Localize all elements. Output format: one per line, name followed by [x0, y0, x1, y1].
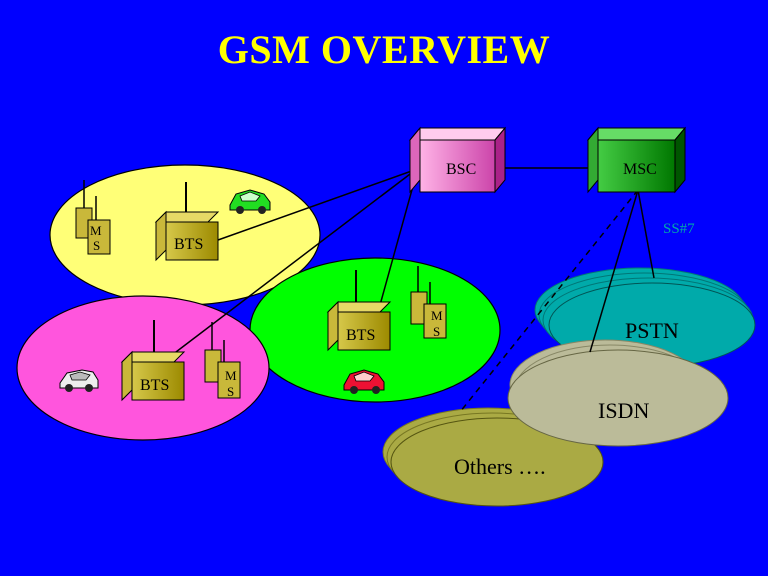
isdn-label: ISDN [598, 398, 649, 423]
ms-2-top: M [225, 368, 237, 383]
ms-2-bottom: S [227, 384, 234, 399]
bsc-node [408, 126, 507, 194]
bts-node-1 [154, 182, 220, 262]
ms-1-top: M [90, 223, 102, 238]
link-msc-isdn [589, 189, 639, 353]
bts-label-2: BTS [140, 377, 169, 394]
ms-device-3 [410, 266, 447, 339]
bts-label-3: BTS [346, 327, 375, 344]
bsc-label: BSC [446, 161, 476, 178]
bts-node-2 [120, 320, 186, 402]
slide-title: GSM OVERVIEW [217, 27, 551, 72]
car-icon-white [59, 369, 99, 392]
ms-device-1 [75, 180, 111, 255]
msc-label: MSC [623, 161, 657, 178]
ms-device-2 [204, 322, 241, 399]
bts-label-1: BTS [174, 236, 203, 253]
link-bts2-bsc [171, 167, 419, 356]
isdn-network [507, 339, 729, 447]
pstn-network [534, 267, 756, 368]
others-label: Others …. [454, 454, 546, 479]
ms-3-bottom: S [433, 324, 440, 339]
link-msc-others [459, 189, 639, 413]
link-bts1-bsc [217, 167, 421, 241]
car-icon-green [229, 189, 271, 214]
ss7-label: SS#7 [663, 221, 695, 237]
link-msc-pstn [637, 189, 655, 279]
ms-1-bottom: S [93, 238, 100, 253]
car-icon-red [343, 369, 385, 394]
msc-node [586, 126, 687, 194]
pstn-label: PSTN [625, 318, 679, 343]
ms-3-top: M [431, 308, 443, 323]
links [171, 167, 655, 413]
link-bts3-bsc [379, 167, 419, 306]
bts-node-3 [326, 270, 392, 352]
